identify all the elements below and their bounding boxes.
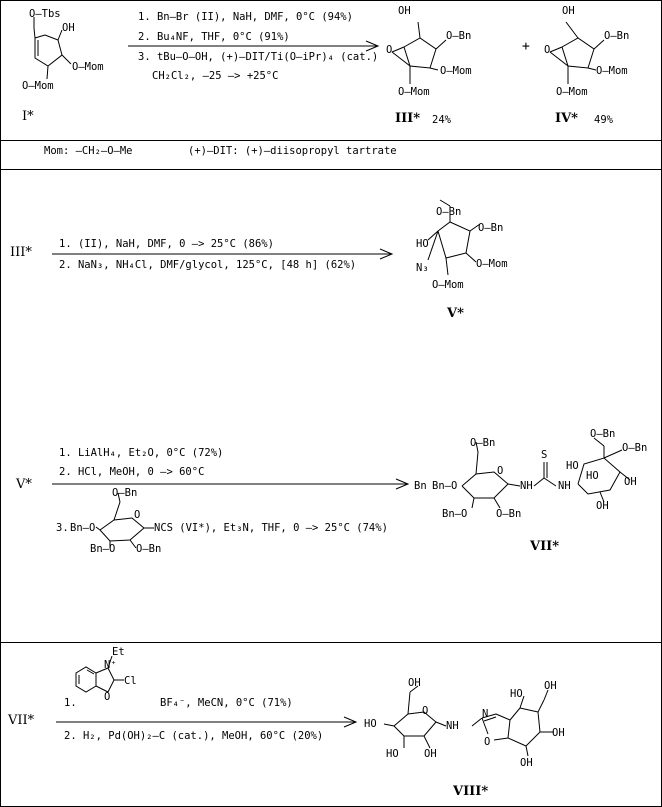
reaction1-step3b: CH₂Cl₂, –25 –> +25°C — [152, 70, 279, 82]
compound-V-start-label: V* — [16, 477, 32, 492]
compound-IV-omom-2: O—Mom — [556, 86, 588, 98]
reagent-VI-bno-1: Bn—O — [70, 522, 96, 534]
compound-I-otbs: O—Tbs — [29, 8, 61, 20]
compound-VIII-ho-3: HO — [386, 748, 399, 760]
compound-VIII-ho-1: HO — [364, 718, 377, 730]
compound-I-label: I* — [22, 109, 34, 124]
reaction4-step1: BF₄⁻, MeCN, 0°C (71%) — [160, 697, 293, 709]
reaction4-step2: 2. H₂, Pd(OH)₂–C (cat.), MeOH, 60°C (20%… — [64, 730, 324, 742]
section-divider-2 — [0, 169, 662, 170]
reagent-et: Et — [112, 646, 125, 658]
compound-III-epoxide-o: O — [386, 44, 393, 56]
compound-III-label: III* — [395, 111, 421, 126]
reaction2-step1: 1. (II), NaH, DMF, 0 –> 25°C (86%) — [59, 238, 274, 250]
compound-VII-ho-2: HO — [586, 470, 599, 482]
compound-IV-label: IV* — [555, 111, 578, 126]
compound-VII-bno-2: Bn—O — [442, 508, 468, 520]
reaction1-step1: 1. Bn–Br (II), NaH, DMF, 0°C (94%) — [138, 11, 353, 23]
reaction4-step1-number: 1. — [64, 697, 77, 709]
compound-V-omom-2: O—Mom — [432, 279, 464, 291]
reaction1-step3: 3. tBu–O–OH, (+)–DIT/Ti(O–iPr)₄ (cat.) — [138, 51, 379, 63]
compound-III-omom-1: O—Mom — [440, 65, 472, 77]
compound-VIII-ho-2: HO — [510, 688, 523, 700]
compound-VIII-nh: NH — [446, 720, 459, 732]
compound-IV-oh: OH — [562, 5, 575, 17]
compound-VII-nh-1: NH — [520, 480, 533, 492]
compound-I-oh: OH — [62, 22, 75, 34]
compound-I-omom-2: O—Mom — [22, 80, 54, 92]
compound-VIII-oh-5: OH — [520, 757, 533, 769]
reaction3-step2: 2. HCl, MeOH, 0 –> 60°C — [59, 466, 205, 478]
compound-III-oh: OH — [398, 5, 411, 17]
compound-VIII-n: N — [482, 708, 489, 720]
compound-VIII-oh-4: OH — [424, 748, 437, 760]
compound-VIII-ring-o: O — [422, 705, 429, 717]
compound-VIII-oh-1: OH — [408, 677, 421, 689]
reaction1-step2: 2. Bu₄NF, THF, 0°C (91%) — [138, 31, 290, 43]
reaction2-step2: 2. NaN₃, NH₄Cl, DMF/glycol, 125°C, [48 h… — [59, 259, 357, 271]
plus-sign: + — [522, 39, 530, 54]
compound-VIII-oh-3: OH — [552, 727, 565, 739]
compound-V-obn-1: O—Bn — [436, 206, 462, 218]
compound-IV-epoxide-o: O — [544, 44, 551, 56]
reagent-n-plus: N⁺ — [104, 659, 117, 671]
compound-VII-oh-1: OH — [624, 476, 637, 488]
compound-V-obn-2: O—Bn — [478, 222, 504, 234]
reaction3-step3-number: 3. — [56, 522, 69, 534]
section-divider-1 — [0, 140, 662, 141]
reagent-VI-ring-o: O — [134, 509, 141, 521]
compound-V-omom-1: O—Mom — [476, 258, 508, 270]
compound-V-label: V* — [447, 306, 464, 321]
compound-IV-yield: 49% — [594, 114, 613, 126]
compound-VII-oh-2: OH — [596, 500, 609, 512]
compound-VII-ho-1: HO — [566, 460, 579, 472]
reagent-VI-obn-top: O—Bn — [112, 487, 138, 499]
compound-I-omom-1: O—Mom — [72, 61, 104, 73]
compound-VII-obn-4: O—Bn — [622, 442, 648, 454]
compound-V-n3: N₃ — [416, 262, 429, 274]
section-divider-3 — [0, 642, 662, 643]
compound-VII-obn-2: O—Bn — [496, 508, 522, 520]
reaction3-step1: 1. LiAlH₄, Et₂O, 0°C (72%) — [59, 447, 224, 459]
legend-mom: Mom: —CH₂—O—Me — [44, 145, 133, 157]
compound-IV-omom-1: O—Mom — [596, 65, 628, 77]
compound-VII-ring-o: O — [497, 465, 504, 477]
compound-VIII-o: O — [484, 736, 491, 748]
compound-IV-obn: O—Bn — [604, 30, 630, 42]
compound-VII-bno-1: Bn—O — [432, 480, 458, 492]
reaction3-step3: NCS (VI*), Et₃N, THF, 0 –> 25°C (74%) — [154, 522, 388, 534]
compound-VII-obn-3: O—Bn — [590, 428, 616, 440]
reagent-o: O — [104, 691, 111, 703]
reagent-cl: Cl — [124, 675, 137, 687]
reagent-VI-bno-2: Bn—O — [90, 543, 116, 555]
compound-VII-obn-1: O—Bn — [470, 437, 496, 449]
compound-VIII-label: VIII* — [453, 784, 489, 799]
compound-VIII-oh-2: OH — [544, 680, 557, 692]
compound-III-omom-2: O—Mom — [398, 86, 430, 98]
compound-V-ho: HO — [416, 238, 429, 250]
compound-III-yield: 24% — [432, 114, 451, 126]
compound-VII-label: VII* — [530, 539, 560, 554]
compound-VII-bn: Bn — [414, 480, 427, 492]
compound-VII-start-label: VII* — [8, 713, 35, 728]
compound-III-obn: O—Bn — [446, 30, 472, 42]
legend-dit: (+)–DIT: (+)–diisopropyl tartrate — [188, 145, 397, 157]
compound-III-start-label: III* — [10, 245, 32, 260]
reagent-VI-obn-bottom: O—Bn — [136, 543, 162, 555]
compound-VII-nh-2: NH — [558, 480, 571, 492]
compound-VII-s: S — [541, 449, 548, 461]
